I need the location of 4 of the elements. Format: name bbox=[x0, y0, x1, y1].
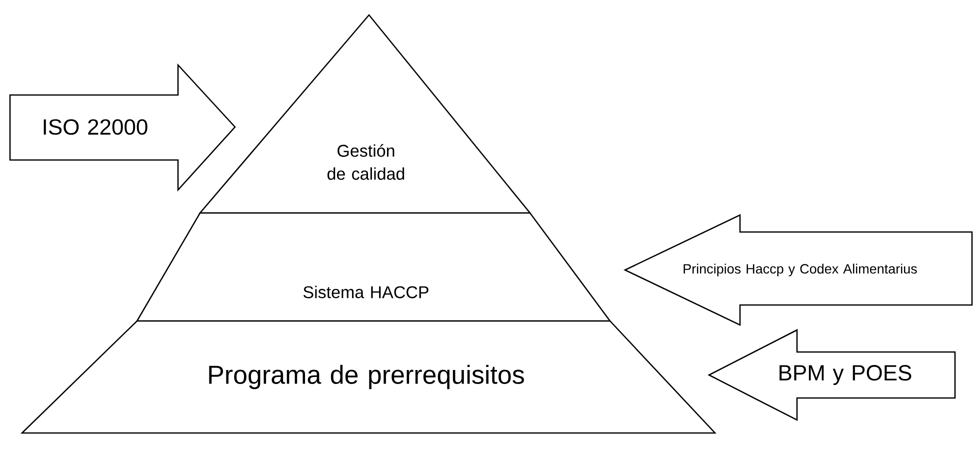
pointer-callout: BPM y POES bbox=[708, 328, 956, 422]
pointer-callout: Principios Haccp y Codex Alimentarius bbox=[624, 214, 973, 326]
pointer-callout: ISO 22000 bbox=[9, 63, 236, 192]
node-label: Programa de prerrequisitos bbox=[209, 364, 524, 390]
